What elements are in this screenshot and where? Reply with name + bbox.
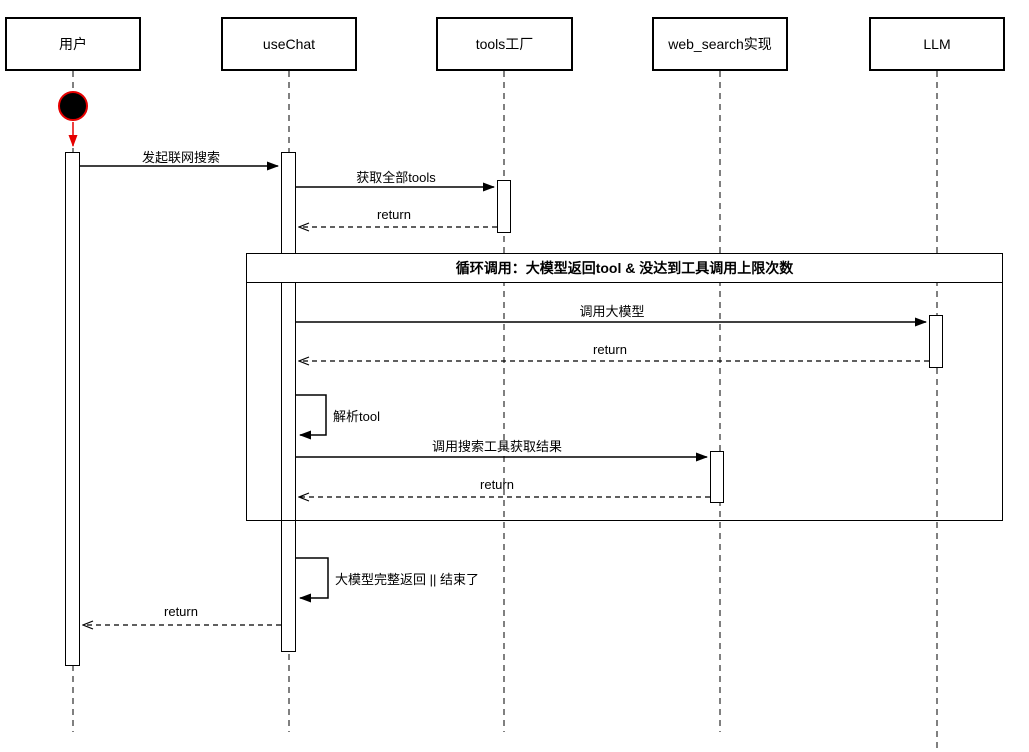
activation-bar-user xyxy=(65,152,80,666)
msg-label-return-user: return xyxy=(164,604,198,619)
participant-tools-factory: tools工厂 xyxy=(436,17,573,71)
participant-websearch: web_search实现 xyxy=(652,17,788,71)
msg-label-return-tools: return xyxy=(377,207,411,222)
participant-user-label: 用户 xyxy=(59,36,87,52)
msg-label-initiate-search: 发起联网搜索 xyxy=(141,150,221,165)
msg-label-complete-return: 大模型完整返回 || 结束了 xyxy=(335,572,479,587)
msg-label-return-llm: return xyxy=(593,342,627,357)
participant-user: 用户 xyxy=(5,17,141,71)
participant-usechat-label: useChat xyxy=(262,36,316,52)
participant-websearch-label: web_search实现 xyxy=(668,36,772,52)
initial-state-icon xyxy=(58,91,88,121)
msg-label-return-search: return xyxy=(480,477,514,492)
msg-self-complete-return xyxy=(296,557,329,603)
participant-llm: LLM xyxy=(869,17,1005,71)
msg-self-parse-tool xyxy=(296,394,327,440)
participant-tools-factory-label: tools工厂 xyxy=(475,36,534,52)
msg-label-parse-tool: 解析tool xyxy=(333,409,380,424)
msg-label-call-llm: 调用大模型 xyxy=(579,304,645,319)
activation-bar-tools-factory xyxy=(497,180,511,233)
activation-bar-llm xyxy=(929,315,943,368)
activation-bar-websearch xyxy=(710,451,724,503)
msg-label-get-all-tools: 获取全部tools xyxy=(356,170,436,185)
msg-label-call-search-tool: 调用搜索工具获取结果 xyxy=(431,439,563,454)
participant-llm-label: LLM xyxy=(923,36,951,52)
participant-usechat: useChat xyxy=(221,17,357,71)
